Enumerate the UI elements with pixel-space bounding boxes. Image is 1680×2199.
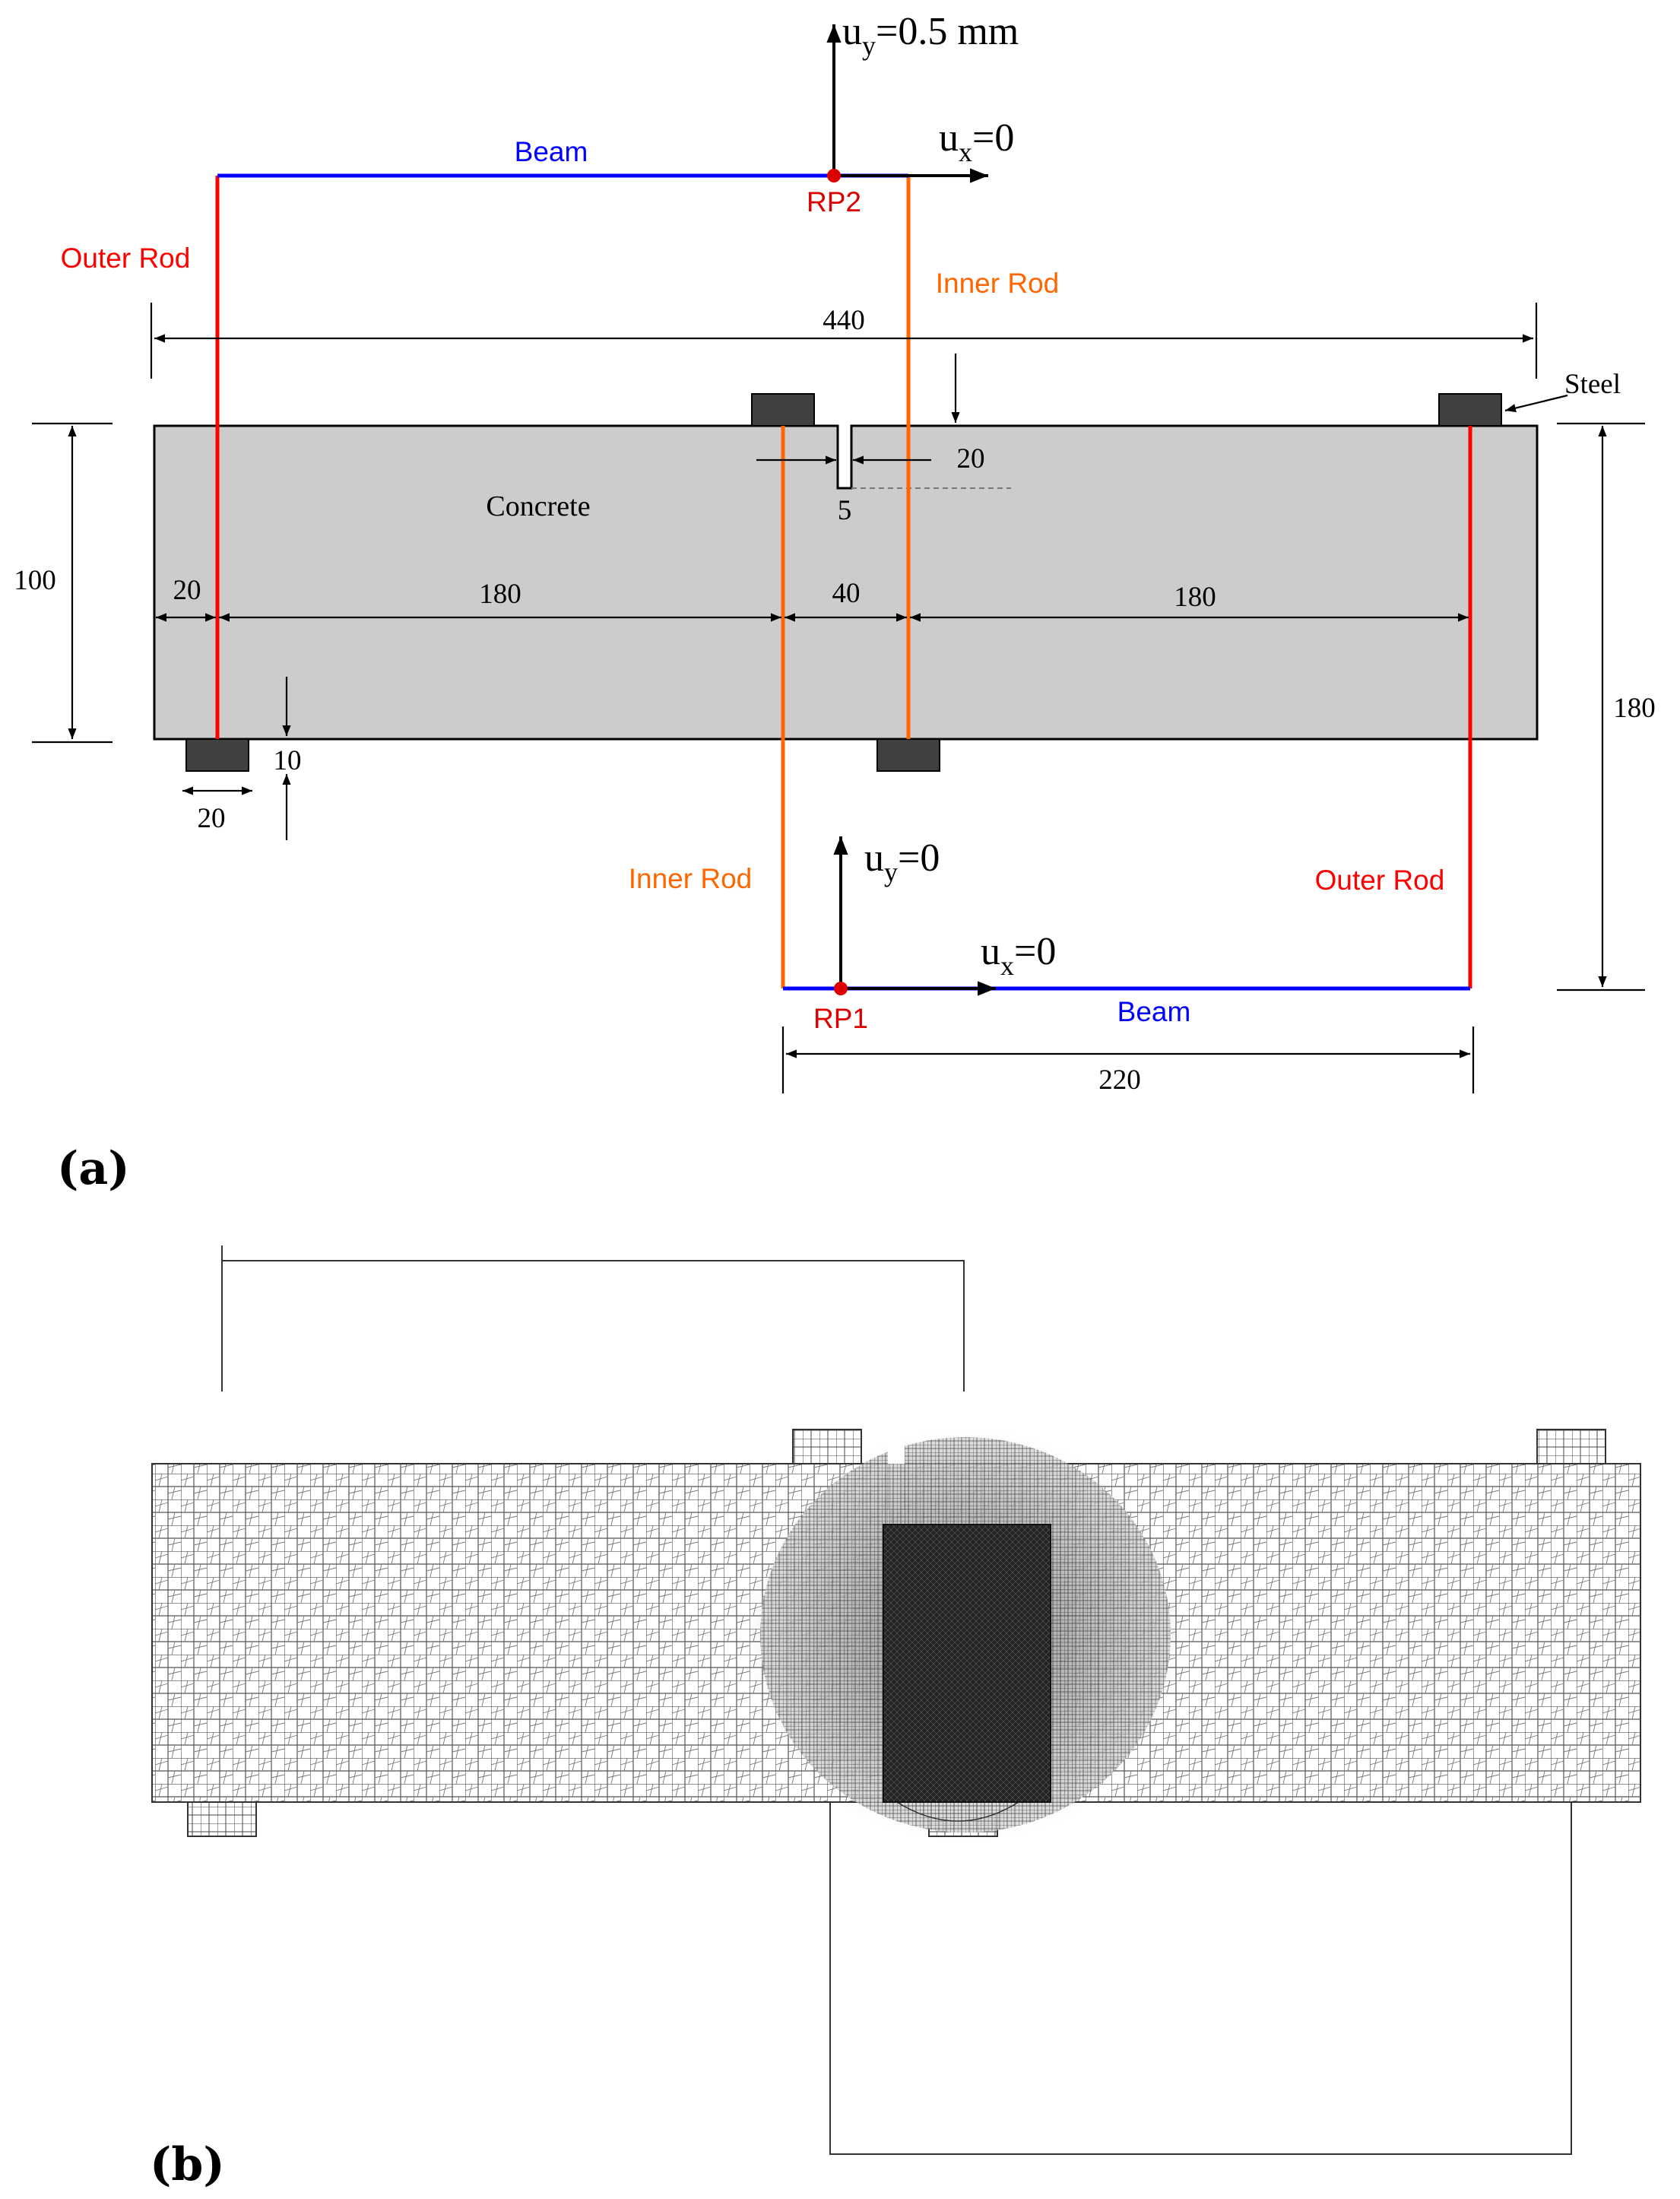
steel-plate-top-left (751, 393, 815, 427)
mesh-frame-upper (221, 1245, 965, 1391)
dim-notch-width: 5 (838, 495, 852, 526)
rp2-ux-label: ux=0 (939, 116, 1014, 167)
panel-b-label: (b) (150, 2138, 225, 2191)
steel-plate-top-right (1438, 393, 1502, 427)
mesh-steel-bottom-left (187, 1801, 257, 1837)
panel-b: (b) (150, 1245, 1641, 2191)
rp1-label: RP1 (813, 1003, 868, 1034)
concrete-beam (153, 424, 1539, 741)
dim-span-middle: 40 (832, 578, 861, 609)
concrete-label: Concrete (486, 490, 590, 522)
dim-span-left: 180 (479, 579, 521, 610)
mesh-transition-cover-top (888, 1430, 905, 1464)
panel-a: Beam Beam RP2 RP1 Outer Rod Outer Rod In… (14, 10, 1656, 1195)
dim-notch-depth: 20 (957, 443, 985, 474)
dim-lower-beam-length: 220 (1098, 1065, 1141, 1096)
steel-label: Steel (1564, 369, 1621, 400)
rp2-label: RP2 (807, 186, 861, 217)
rp1-uy-label: uy=0 (864, 836, 940, 887)
dim-offset-left: 20 (173, 575, 201, 606)
mesh-steel-top-right (1536, 1429, 1606, 1464)
mesh-transition-bottom-bulge (895, 1801, 1021, 1822)
reference-point-rp1 (834, 982, 848, 995)
inner-rod-lower-label: Inner Rod (629, 863, 753, 894)
dim-support-thickness: 10 (274, 745, 302, 776)
mesh-dense-core (883, 1524, 1051, 1803)
mesh-steel-top-left (792, 1429, 862, 1464)
rp1-ux-label: ux=0 (981, 930, 1056, 981)
inner-rod-upper-label: Inner Rod (936, 268, 1060, 299)
dim-span-right: 180 (1174, 582, 1216, 613)
dim-support-width: 20 (198, 803, 226, 834)
outer-rod-right-label: Outer Rod (1315, 865, 1445, 896)
outer-rod-left-label: Outer Rod (61, 243, 191, 274)
steel-plate-bottom-left (185, 738, 249, 772)
beam-top-label: Beam (515, 136, 588, 167)
beam-bottom-label: Beam (1117, 996, 1191, 1027)
rp2-uy-label: uy=0.5 mm (842, 10, 1019, 61)
dim-total-length: 440 (823, 305, 865, 336)
dimension-lines (32, 303, 1645, 1093)
panel-a-label: (a) (57, 1142, 130, 1195)
mesh-frame-lower (829, 1802, 1572, 2155)
steel-plate-bottom-middle (876, 738, 940, 772)
reference-point-rp2 (827, 169, 841, 182)
dim-height: 100 (14, 565, 56, 596)
dim-frame-height: 180 (1613, 693, 1656, 724)
